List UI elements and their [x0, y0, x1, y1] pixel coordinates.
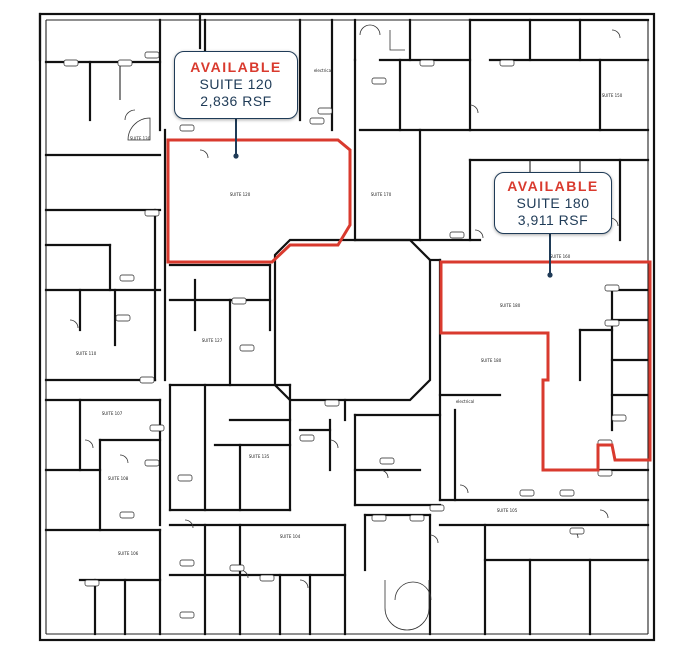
suite-120-name: SUITE 120	[199, 76, 273, 92]
suite-180-highlight[interactable]	[439, 260, 652, 472]
room-label-suite-108: SUITE 108	[108, 476, 129, 481]
room-label-suite-105: SUITE 105	[497, 508, 518, 513]
suite-180-status: AVAILABLE	[507, 178, 599, 194]
suite-120-area: 2,836 RSF	[200, 93, 272, 109]
suite-120-callout[interactable]: AVAILABLE SUITE 120 2,836 RSF	[174, 51, 298, 119]
suite-180-pin-dot	[547, 272, 553, 278]
interior-walls	[44, 12, 650, 636]
room-label-suite-107: SUITE 107	[102, 411, 123, 416]
room-label-suite-130: SUITE 130	[130, 136, 151, 141]
room-label-suite-180-a: SUITE 180	[500, 303, 521, 308]
room-label-suite-110: SUITE 110	[76, 351, 97, 356]
suite-120-status: AVAILABLE	[190, 59, 282, 75]
room-tags	[63, 51, 627, 619]
room-label-suite-120: SUITE 120	[230, 192, 251, 197]
room-label-suite-127: SUITE 127	[202, 338, 223, 343]
room-label-suite-135: SUITE 135	[249, 454, 270, 459]
suite-120-pin-dot	[233, 153, 239, 159]
room-label-suite-106: SUITE 106	[118, 551, 139, 556]
suite-120-highlight[interactable]	[166, 138, 352, 264]
room-label-suite-150: SUITE 150	[602, 93, 623, 98]
room-label-electrical-2: electrical	[456, 399, 474, 404]
suite-180-area: 3,911 RSF	[517, 212, 589, 228]
room-labels: SUITE 130 SUITE 150 SUITE 120 SUITE 170 …	[76, 68, 623, 556]
suite-180-name: SUITE 180	[516, 195, 590, 211]
room-label-suite-170: SUITE 170	[371, 192, 392, 197]
room-label-electrical-1: electrical	[314, 68, 332, 73]
suite-180-callout[interactable]: AVAILABLE SUITE 180 3,911 RSF	[494, 172, 612, 234]
room-label-suite-104: SUITE 104	[280, 534, 301, 539]
building-outline	[38, 12, 656, 642]
room-label-suite-180-b: SUITE 180	[481, 358, 502, 363]
room-label-suite-160: SUITE 160	[550, 254, 571, 259]
door-swings	[69, 24, 621, 631]
